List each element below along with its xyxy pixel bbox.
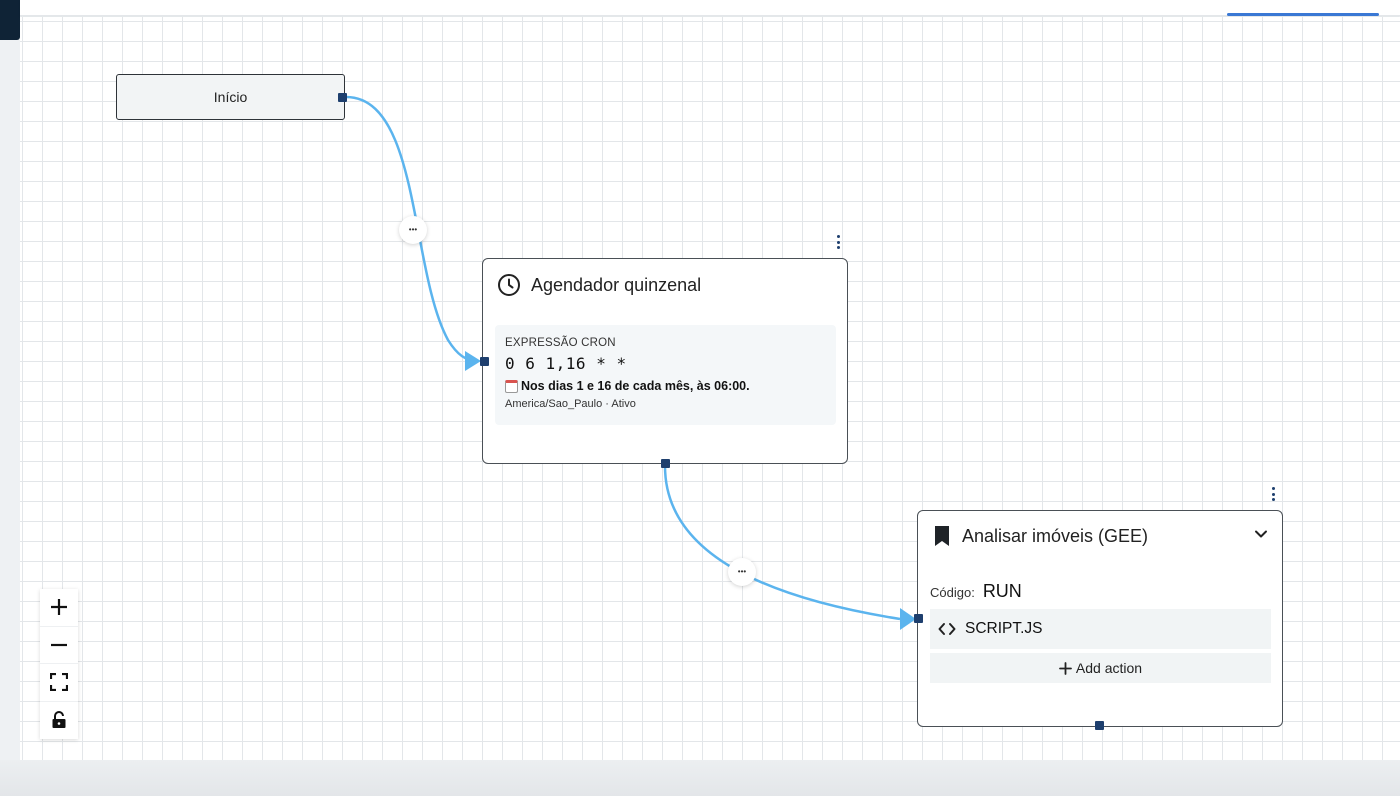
fit-view-icon bbox=[50, 673, 68, 692]
chevron-down-icon[interactable] bbox=[1254, 527, 1268, 541]
lock-button[interactable] bbox=[40, 701, 78, 739]
scheduler-node-source-handle[interactable] bbox=[661, 459, 670, 468]
add-action-button[interactable]: Add action bbox=[930, 653, 1271, 683]
scheduler-node-target-handle[interactable] bbox=[480, 357, 489, 366]
code-value: RUN bbox=[982, 581, 1022, 601]
edge-menu-button[interactable]: ••• bbox=[728, 558, 756, 586]
code-icon bbox=[938, 623, 956, 635]
action-node-target-handle[interactable] bbox=[914, 614, 923, 623]
minus-icon bbox=[51, 643, 67, 646]
sidebar-edge bbox=[0, 0, 20, 40]
top-bar bbox=[20, 0, 1400, 16]
scheduler-node[interactable]: Agendador quinzenal EXPRESSÃO CRON 0 6 1… bbox=[482, 258, 848, 464]
start-node-source-handle[interactable] bbox=[338, 93, 347, 102]
script-item[interactable]: SCRIPT.JS bbox=[930, 609, 1271, 649]
start-node[interactable]: Início bbox=[116, 74, 345, 120]
plus-icon bbox=[1059, 661, 1072, 675]
cron-description: Nos dias 1 e 16 de cada mês, às 06:00. bbox=[521, 379, 750, 393]
action-node-source-handle[interactable] bbox=[1095, 721, 1104, 730]
action-node-menu-icon[interactable] bbox=[1267, 485, 1279, 503]
calendar-icon bbox=[505, 379, 518, 393]
code-label: Código: bbox=[930, 585, 975, 600]
action-node-header: Analisar imóveis (GEE) bbox=[932, 525, 1148, 547]
scheduler-node-title: Agendador quinzenal bbox=[531, 274, 702, 295]
fit-view-button[interactable] bbox=[40, 664, 78, 702]
bookmark-icon bbox=[935, 526, 949, 546]
start-node-label: Início bbox=[213, 89, 248, 105]
cron-label: EXPRESSÃO CRON bbox=[505, 337, 616, 349]
cron-timezone-status: America/Sao_Paulo · Ativo bbox=[505, 398, 636, 410]
active-tab-indicator bbox=[1227, 13, 1379, 16]
zoom-out-button[interactable] bbox=[40, 626, 78, 664]
script-label: SCRIPT.JS bbox=[965, 620, 1043, 637]
scheduler-node-menu-icon[interactable] bbox=[832, 233, 844, 251]
more-icon: ••• bbox=[408, 225, 418, 234]
cron-details: EXPRESSÃO CRON 0 6 1,16 * * Nos dias 1 e… bbox=[495, 325, 836, 425]
unlock-icon bbox=[52, 711, 66, 729]
code-row: Código: RUN bbox=[930, 581, 1022, 602]
bottom-panel-edge bbox=[0, 760, 1400, 796]
more-icon: ••• bbox=[737, 567, 747, 576]
canvas-controls bbox=[40, 589, 78, 739]
clock-icon bbox=[498, 274, 520, 296]
add-action-label: Add action bbox=[1075, 660, 1143, 676]
action-node[interactable]: Analisar imóveis (GEE) Código: RUN SCRIP… bbox=[917, 510, 1283, 727]
plus-icon bbox=[51, 599, 67, 616]
cron-expression: 0 6 1,16 * * bbox=[505, 354, 627, 373]
cron-description-row: Nos dias 1 e 16 de cada mês, às 06:00. bbox=[505, 379, 826, 393]
action-node-title: Analisar imóveis (GEE) bbox=[962, 525, 1149, 546]
edge-menu-button[interactable]: ••• bbox=[399, 216, 427, 244]
zoom-in-button[interactable] bbox=[40, 589, 78, 627]
scheduler-node-header: Agendador quinzenal bbox=[497, 273, 701, 297]
